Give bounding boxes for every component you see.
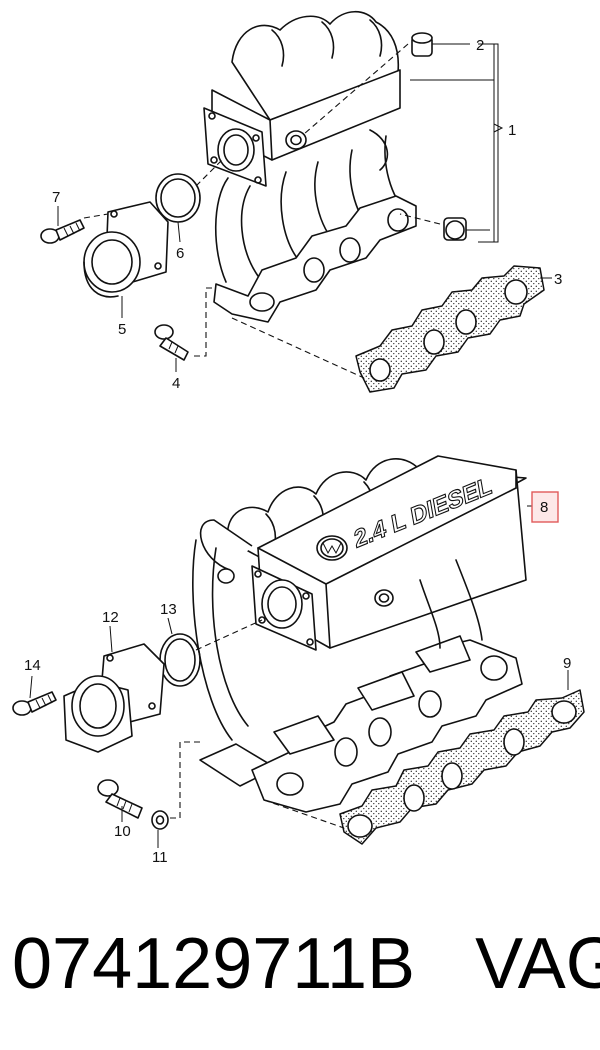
callout-1: 1 [508, 122, 516, 139]
cap-plug-2 [411, 32, 470, 57]
part-number: 074129711B [12, 924, 416, 1004]
bracket-1 [410, 43, 504, 243]
throttle-flange-12 [63, 625, 165, 753]
callout-2: 2 [476, 37, 484, 54]
callout-4: 4 [172, 375, 180, 392]
callout-8: 8 [540, 499, 548, 516]
callout-labels: 1 2 3 4 5 6 7 8 9 10 11 12 13 14 [24, 37, 571, 866]
callout-14: 14 [24, 657, 41, 674]
gasket-3 [355, 265, 545, 393]
bolt-4 [154, 287, 214, 372]
callout-8-highlight [531, 491, 559, 523]
throttle-flange-5 [83, 201, 169, 318]
vw-logo [316, 535, 348, 561]
callout-7: 7 [52, 189, 60, 206]
callout-10: 10 [114, 823, 131, 840]
gasket-3-ports [369, 279, 528, 382]
cap-plug-1 [303, 43, 490, 241]
callout-6: 6 [176, 245, 184, 262]
gasket-9 [339, 689, 585, 845]
callout-12: 12 [102, 609, 119, 626]
bottom-manifold: 2.4 L DIESEL [192, 455, 527, 813]
bolt-14 [12, 675, 57, 716]
gasket-9-ports [347, 700, 577, 838]
callout-3: 3 [554, 271, 562, 288]
callout-13: 13 [160, 601, 177, 618]
callout-11: 11 [152, 849, 168, 866]
top-manifold [203, 10, 417, 323]
brand-name: VAG [475, 924, 600, 1004]
callout-5: 5 [118, 321, 126, 338]
washer-11 [151, 741, 200, 848]
bolt-7 [40, 206, 109, 244]
o-ring-6 [155, 173, 201, 223]
callout-9: 9 [563, 655, 571, 672]
bolt-10 [97, 779, 143, 822]
o-ring-13 [159, 633, 201, 687]
